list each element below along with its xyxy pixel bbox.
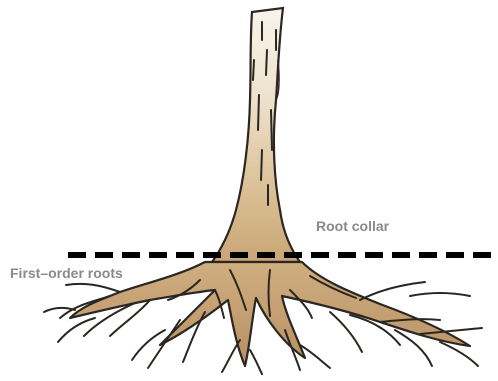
- trunk: [212, 8, 300, 262]
- first-order-roots-label: First–order roots: [8, 265, 125, 281]
- root-collar-label: Root collar: [314, 218, 391, 234]
